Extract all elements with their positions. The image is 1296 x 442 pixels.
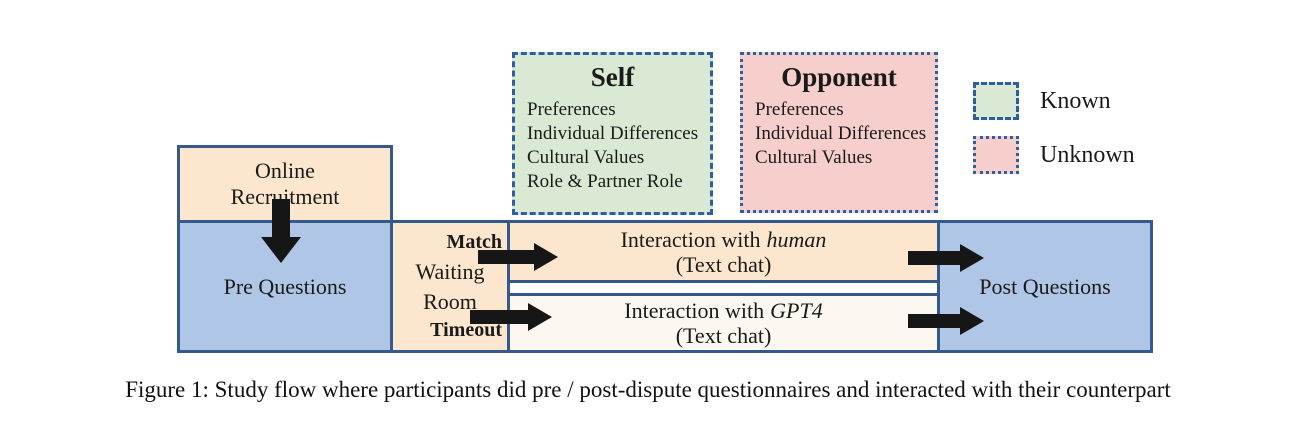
self-list: Preferences Individual Differences Cultu… (515, 98, 710, 194)
interaction-human-emphasis: human (766, 226, 827, 252)
opponent-title: Opponent (781, 62, 897, 92)
opponent-item-preferences: Preferences (755, 99, 844, 120)
waiting-room-box: Match Waiting Room Timeout (390, 220, 510, 353)
interaction-gpt4-emphasis: GPT4 (770, 298, 823, 323)
known-swatch-icon (973, 82, 1019, 120)
known-label: Known (1040, 88, 1111, 114)
opponent-item-individual-differences: Individual Differences (755, 123, 927, 144)
opponent-box: Opponent Preferences Individual Differen… (740, 52, 938, 213)
pre-questions-label: Pre Questions (223, 273, 347, 299)
waiting-room-label: Waiting Room (415, 258, 485, 314)
human-to-post-arrow-icon (908, 244, 984, 272)
self-item-preferences: Preferences (527, 99, 616, 120)
interaction-gpt4-subtitle: (Text chat) (675, 323, 772, 348)
timeout-label: Timeout (430, 319, 502, 341)
self-item-role: Role & Partner Role (527, 171, 683, 192)
unknown-swatch-icon (973, 136, 1019, 174)
self-item-cultural-values: Cultural Values (527, 147, 645, 168)
self-title: Self (590, 62, 635, 92)
unknown-label: Unknown (1040, 142, 1135, 168)
opponent-item-cultural-values: Cultural Values (755, 147, 873, 168)
post-questions-label: Post Questions (979, 273, 1111, 299)
gpt4-to-post-arrow-icon (908, 307, 984, 335)
self-box: Self Preferences Individual Differences … (512, 52, 713, 215)
post-questions-box: Post Questions (937, 220, 1153, 353)
figure-caption: Figure 1: Study flow where participants … (125, 377, 1171, 402)
self-item-individual-differences: Individual Differences (527, 123, 699, 144)
recruitment-to-pre-arrow-icon (261, 199, 301, 263)
interaction-human-prefix: Interaction with (620, 226, 761, 252)
interaction-human-subtitle: (Text chat) (675, 251, 772, 277)
opponent-list: Preferences Individual Differences Cultu… (743, 98, 935, 170)
match-label: Match (446, 231, 502, 253)
match-arrow-icon (478, 243, 558, 271)
interaction-gpt4-prefix: Interaction with (624, 298, 765, 323)
timeout-arrow-icon (470, 303, 552, 331)
